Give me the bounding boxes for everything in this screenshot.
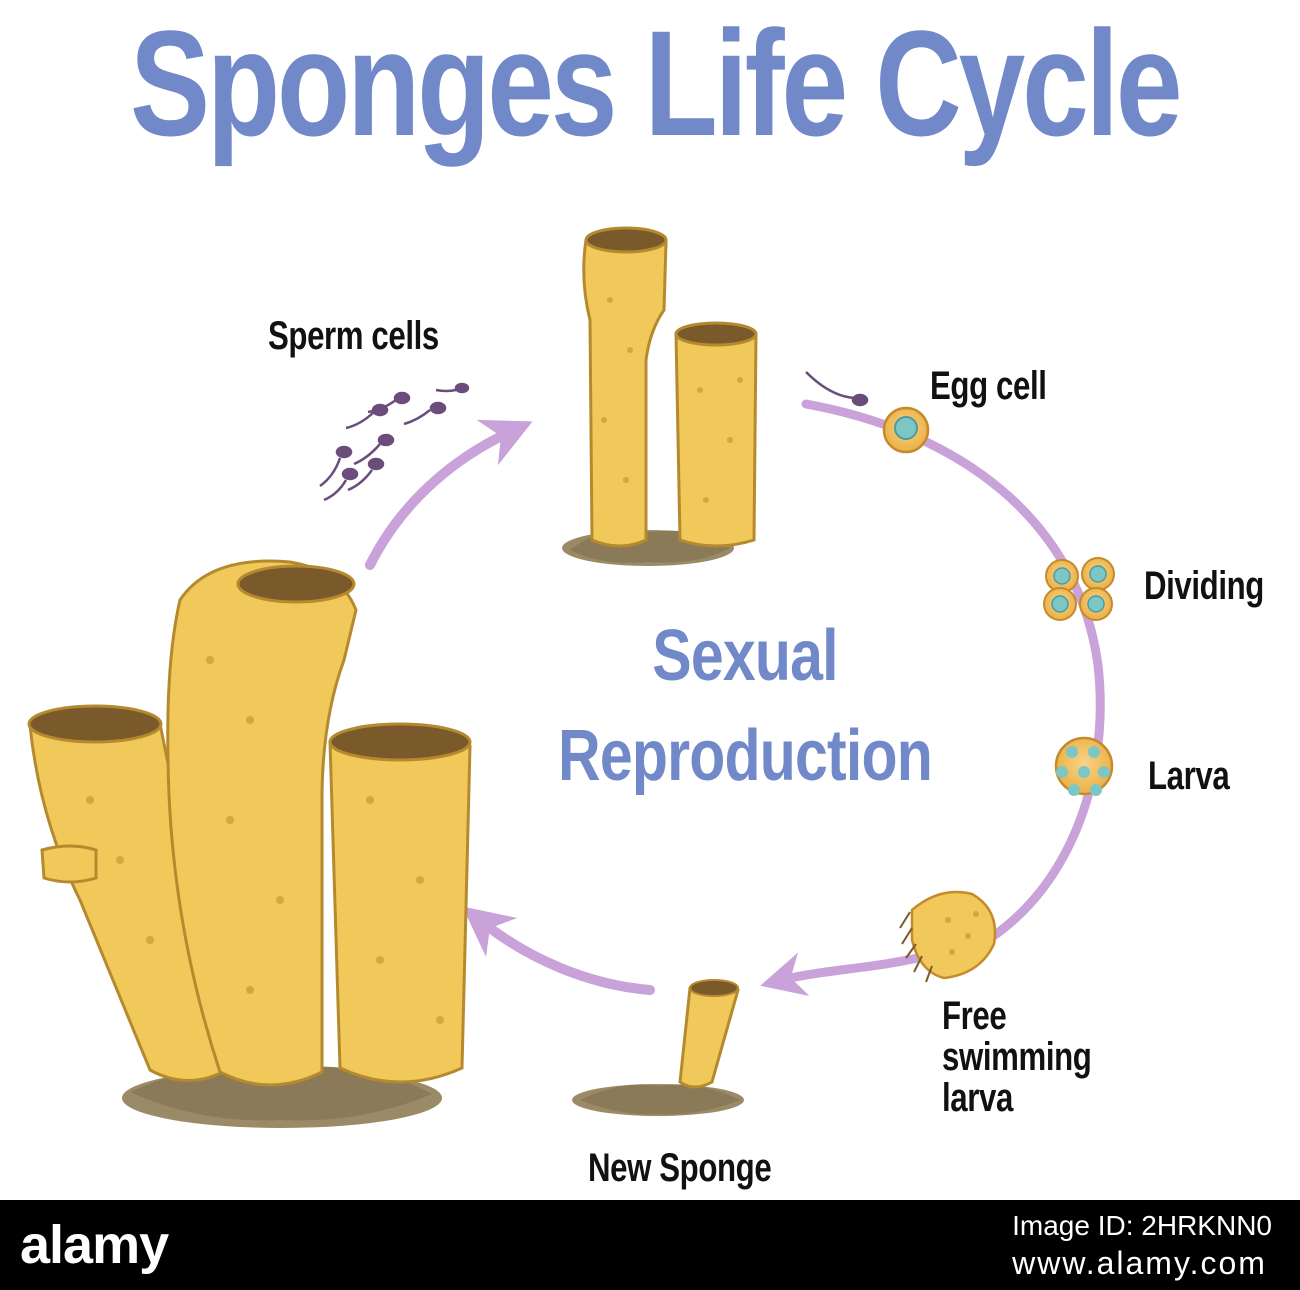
page-title: Sponges Life Cycle (130, 0, 1183, 167)
brand-logo: alamy (20, 1215, 169, 1275)
arrow-icon (801, 399, 1105, 960)
label-new-sponge: New Sponge (588, 1146, 772, 1190)
label-free-swimming-larva: Free swimming larva (942, 994, 1092, 1120)
larva-icon (1054, 736, 1114, 796)
arrow-icon (760, 950, 935, 997)
label-egg-cell: Egg cell (930, 364, 1047, 408)
label-free-line3: larva (942, 1075, 1013, 1120)
label-free-line1: Free (942, 994, 1007, 1038)
sperm-cell-icon (319, 371, 869, 502)
footer-line2: www.alamy.com (1012, 1245, 1267, 1281)
sponge-icon (562, 226, 758, 566)
center-label-line1: Sexual (652, 616, 838, 696)
label-free-line2: swimming (942, 1034, 1092, 1079)
dividing-cells-icon (1043, 557, 1115, 621)
arrow-icon (462, 906, 655, 995)
center-label-line2: Reproduction (558, 716, 933, 796)
sponge-icon (572, 979, 744, 1116)
swimming-larva-icon (899, 890, 997, 983)
label-larva: Larva (1148, 754, 1230, 798)
label-sperm-cells: Sperm cells (268, 314, 439, 358)
arrow-icon (365, 419, 533, 570)
footer-line1: Image ID: 2HRKNN0 (1012, 1210, 1272, 1241)
label-dividing: Dividing (1144, 564, 1264, 608)
footer-info: Image ID: 2HRKNN0 www.alamy.com (1012, 1208, 1272, 1283)
sponge-icon (27, 559, 472, 1128)
egg-cell-icon (882, 406, 930, 454)
footer-bar: alamy Image ID: 2HRKNN0 www.alamy.com (0, 1200, 1300, 1290)
